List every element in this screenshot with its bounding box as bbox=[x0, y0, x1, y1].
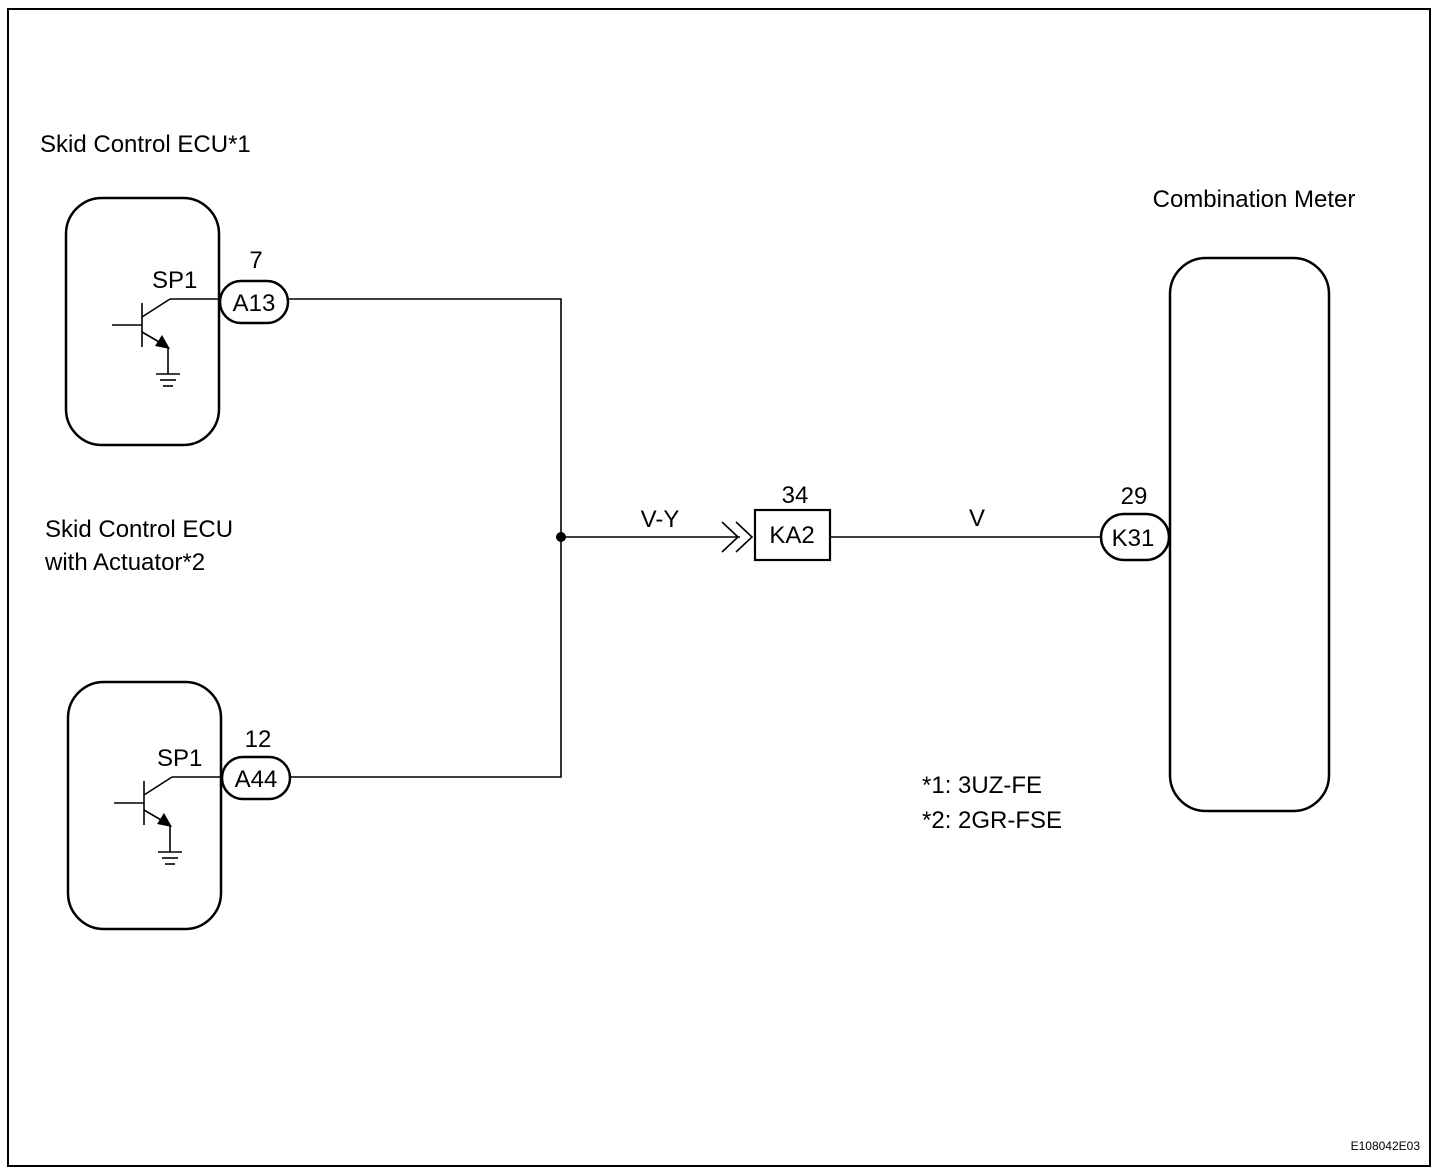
ecu1-connector bbox=[218, 279, 290, 325]
ecu2-pin-number: 12 bbox=[245, 726, 272, 753]
ecu2-transistor-icon bbox=[114, 776, 222, 852]
meter-title: Combination Meter bbox=[1153, 186, 1356, 213]
engine-note-2: *2: 2GR-FSE bbox=[922, 807, 1062, 834]
figure-id: E108042E03 bbox=[1351, 1139, 1421, 1153]
wire-color-right: V bbox=[969, 505, 985, 532]
ka2-connector bbox=[753, 508, 832, 562]
meter-box bbox=[1168, 256, 1331, 813]
ecu1-title: Skid Control ECU*1 bbox=[40, 131, 251, 158]
wire-color-left: V-Y bbox=[641, 506, 680, 533]
ecu1-connector-label: A13 bbox=[233, 290, 276, 317]
ecu1-terminal-label: SP1 bbox=[152, 267, 197, 294]
ecu2-title-line2: with Actuator*2 bbox=[44, 549, 205, 576]
ecu1-pin-number: 7 bbox=[249, 247, 262, 274]
ecu2-ground-icon bbox=[158, 851, 182, 865]
ecu1-ground-icon bbox=[156, 373, 180, 387]
k31-connector bbox=[1099, 512, 1171, 562]
engine-note-1: *1: 3UZ-FE bbox=[922, 772, 1042, 799]
inline-connector-chevron-icon bbox=[721, 521, 754, 553]
ecu2-connector-label: A44 bbox=[235, 766, 278, 793]
k31-connector-label: K31 bbox=[1112, 525, 1155, 552]
wire-ecu2-to-bus bbox=[290, 537, 562, 778]
ecu2-connector bbox=[220, 755, 292, 801]
ka2-pin-number: 34 bbox=[782, 482, 809, 509]
wire-ecu1-to-bus bbox=[288, 298, 562, 537]
diagram-frame bbox=[7, 8, 1431, 1167]
ka2-connector-label: KA2 bbox=[769, 522, 814, 549]
ecu2-terminal-label: SP1 bbox=[157, 745, 202, 772]
k31-pin-number: 29 bbox=[1121, 483, 1148, 510]
ecu2-title-line1: Skid Control ECU bbox=[45, 516, 233, 543]
ecu1-transistor-icon bbox=[112, 298, 219, 374]
